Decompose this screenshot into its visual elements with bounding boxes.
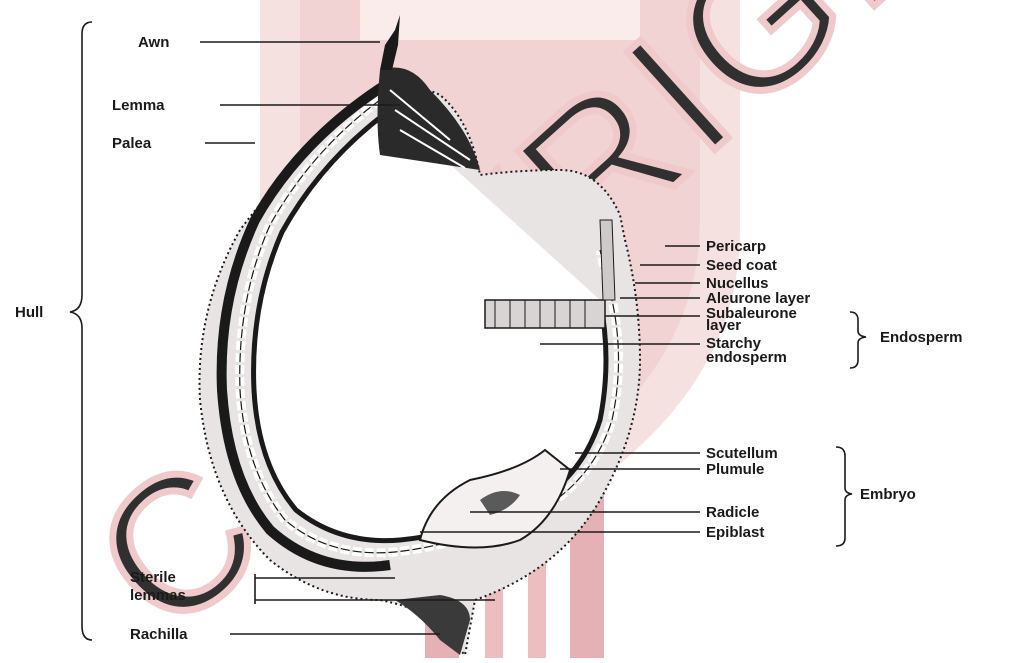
pericarp-cells bbox=[600, 220, 615, 300]
label-starchy-line2: endosperm bbox=[706, 349, 787, 366]
label-scutellum: Scutellum bbox=[706, 445, 778, 462]
label-lemma: Lemma bbox=[112, 97, 165, 114]
label-palea: Palea bbox=[112, 135, 152, 152]
label-hull: Hull bbox=[15, 304, 43, 321]
label-sterile-line2: lemmas bbox=[130, 587, 186, 604]
label-pericarp: Pericarp bbox=[706, 238, 766, 255]
label-awn: Awn bbox=[138, 34, 169, 51]
label-subaleurone-line2: layer bbox=[706, 317, 741, 334]
subaleurone-block bbox=[485, 300, 605, 328]
label-epiblast: Epiblast bbox=[706, 524, 764, 541]
embryo-bracket bbox=[836, 447, 852, 546]
label-embryo: Embryo bbox=[860, 486, 916, 503]
label-seed-coat: Seed coat bbox=[706, 257, 777, 274]
label-radicle: Radicle bbox=[706, 504, 759, 521]
label-endosperm: Endosperm bbox=[880, 329, 963, 346]
label-plumule: Plumule bbox=[706, 461, 764, 478]
label-rachilla: Rachilla bbox=[130, 626, 188, 643]
endosperm-bracket bbox=[850, 312, 866, 368]
label-sterile-line1: Sterile bbox=[130, 569, 176, 586]
